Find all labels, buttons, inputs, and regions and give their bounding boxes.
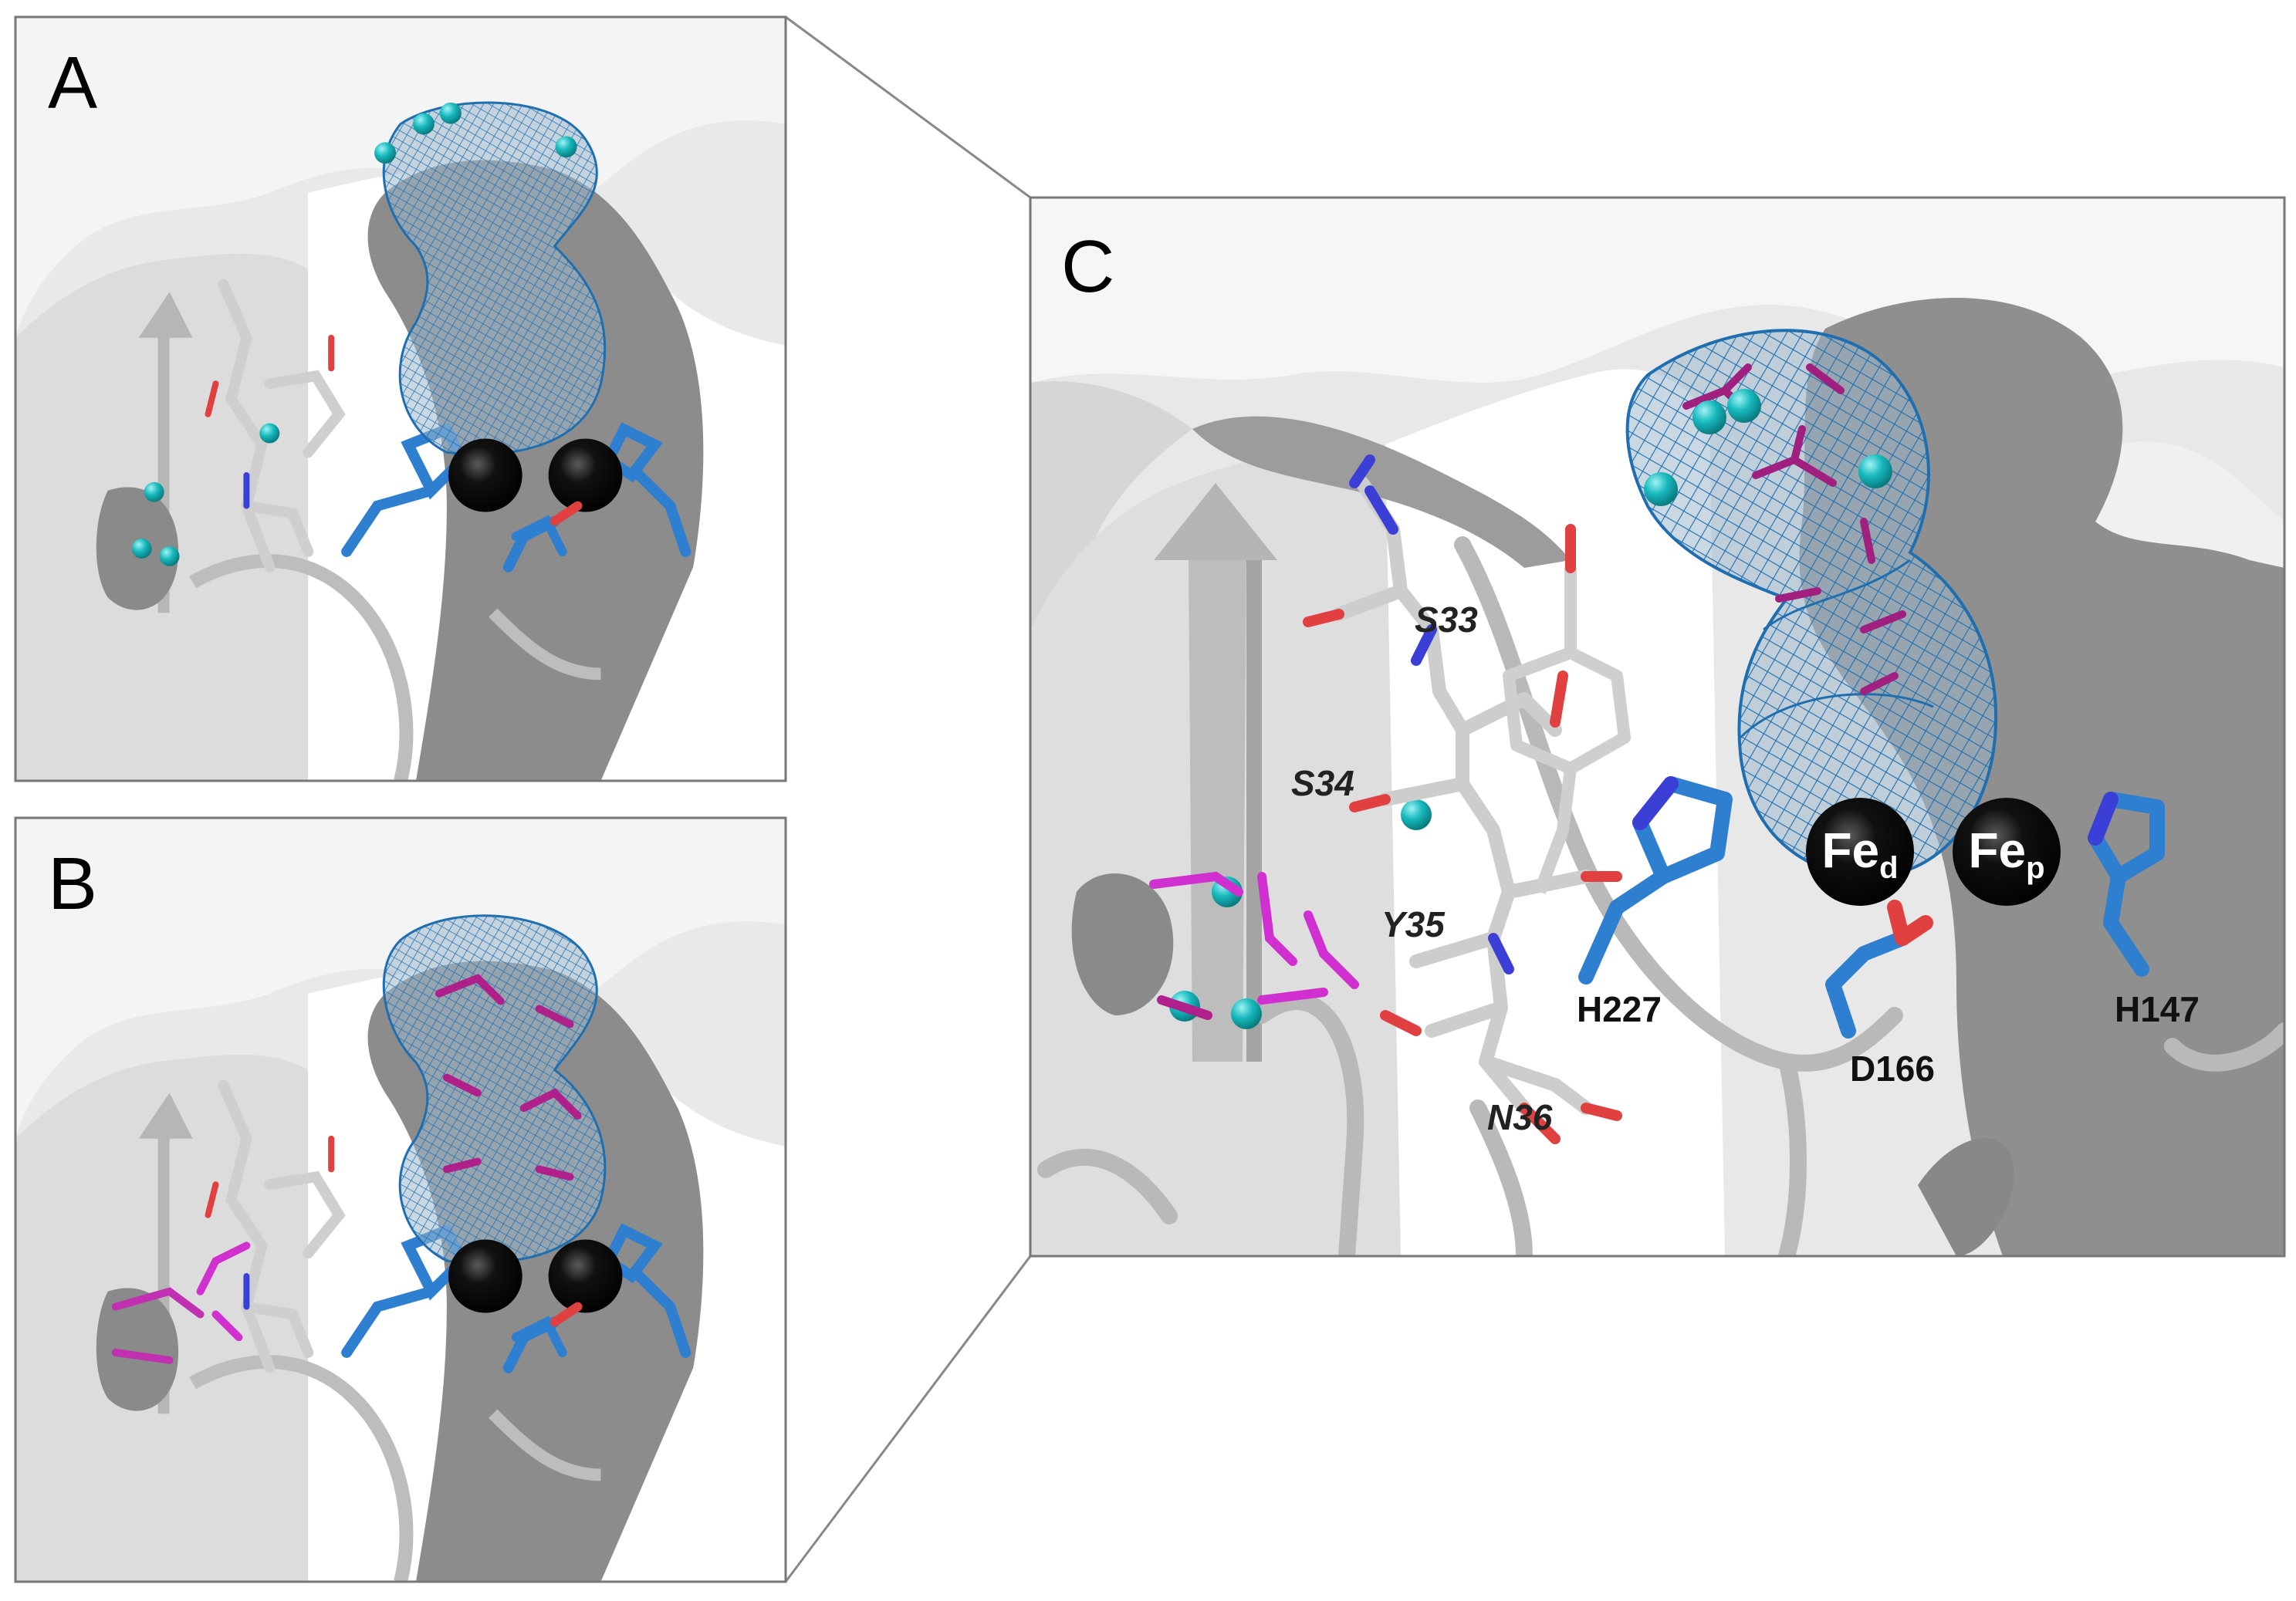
svg-text:Fed: Fed (1821, 822, 1898, 885)
panel-letter-b: B (48, 843, 97, 925)
cavity-channel (1071, 298, 2284, 1256)
heteroatom-accents (1303, 454, 1622, 1144)
coordinating-residues (1578, 776, 2165, 1039)
label-y35: Y35 (1381, 904, 1446, 944)
water-molecules-a (131, 102, 577, 566)
cavity-mesh-a (382, 101, 607, 456)
beta-strand-arrow (1154, 483, 1277, 1062)
panel-c: Fed Fep S33 S34 Y35 N36 H227 D166 H147 C (1029, 196, 2286, 1258)
fe-distal-base: Fe (1821, 822, 1879, 878)
iron-atom-proximal: Fep (1953, 798, 2061, 906)
label-d166: D166 (1850, 1049, 1935, 1089)
fe-proximal-base: Fe (1968, 822, 2026, 878)
label-h227: H227 (1577, 989, 1662, 1029)
fe-proximal-sub: p (2026, 851, 2044, 885)
label-s33: S33 (1415, 600, 1478, 640)
cavity-mesh-b (382, 914, 607, 1264)
ligand-sticks-left-c (1149, 871, 1359, 1020)
tyrosine-ring (1503, 568, 1631, 894)
label-h147: H147 (2115, 989, 2200, 1029)
panel-letter-c: C (1061, 225, 1114, 308)
cavity-mesh-c (1625, 329, 1998, 879)
panel-a: A (14, 15, 787, 782)
zoom-connector-lines (784, 15, 1032, 1582)
residue-sticks-grey (1332, 476, 1593, 1115)
iron-atom-distal: Fed (1806, 798, 1914, 906)
panel-b: B (14, 816, 787, 1583)
iron-atoms-b (448, 1239, 623, 1313)
fe-distal-sub: d (1879, 851, 1898, 885)
iron-atoms-a (448, 438, 623, 512)
imidazole-nitrogens (1632, 776, 2118, 846)
svg-text:Fep: Fep (1968, 822, 2044, 885)
ligand-sticks-b (111, 974, 582, 1364)
water-molecules-c (1169, 389, 1892, 1029)
label-n36: N36 (1487, 1097, 1553, 1137)
panel-letter-a: A (48, 42, 97, 124)
label-s34: S34 (1291, 763, 1354, 803)
